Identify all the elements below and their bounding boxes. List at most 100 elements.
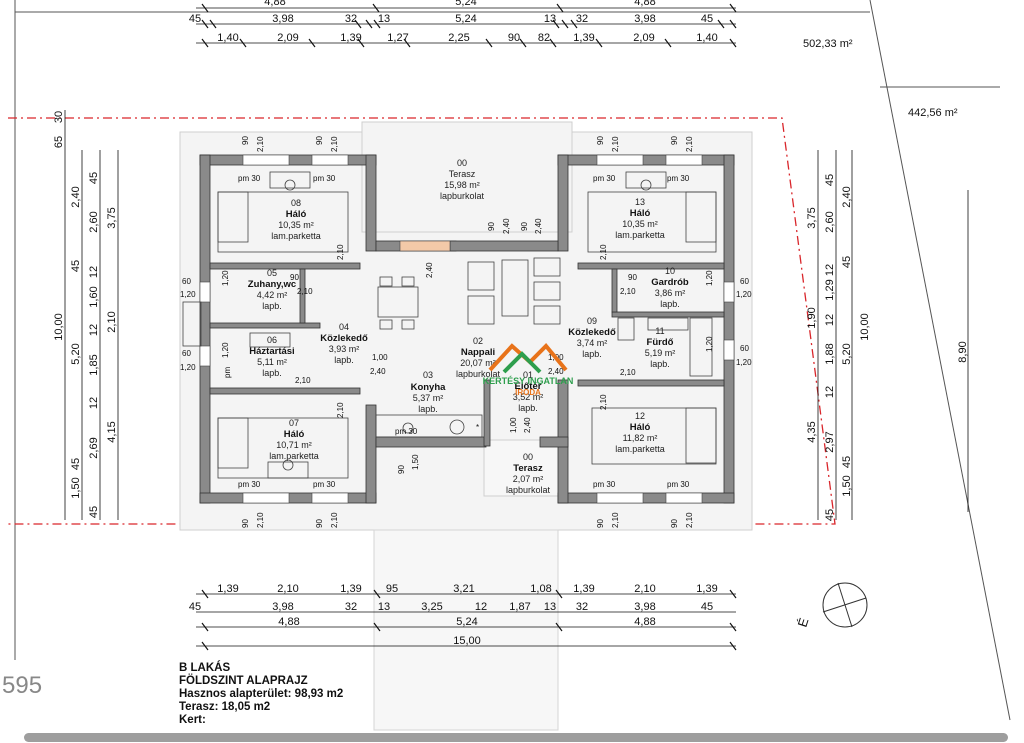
- svg-text:5,37 m²: 5,37 m²: [413, 393, 444, 403]
- svg-text:pm 30: pm 30: [395, 427, 418, 436]
- svg-text:*: *: [476, 423, 479, 432]
- svg-text:3,52 m²: 3,52 m²: [513, 392, 544, 402]
- north-label: É: [795, 616, 812, 629]
- svg-text:lam.parketta: lam.parketta: [269, 451, 319, 461]
- dim-bot-r1-3: 1,39: [340, 583, 361, 595]
- svg-text:KERTÉSY INGATLAN: KERTÉSY INGATLAN: [483, 376, 574, 386]
- room-terrace-top: 00 Terasz 15,98 m² lapburkolat: [440, 158, 485, 201]
- svg-text:1,20: 1,20: [705, 336, 714, 352]
- svg-text:lapb.: lapb.: [582, 349, 602, 359]
- dim-right-total: 10,00: [859, 313, 871, 341]
- svg-text:lapb.: lapb.: [262, 368, 282, 378]
- svg-text:11: 11: [655, 326, 664, 336]
- dim-bot-r1-2: 2,10: [277, 583, 298, 595]
- svg-text:2,10: 2,10: [297, 287, 313, 296]
- left-dimensions: 65 30 2,40 45 5,20 45 1,50 45 2,60 12 1,…: [53, 111, 118, 518]
- dim-bot-r3-1: 4,88: [278, 616, 299, 628]
- dim-bot-r1-8: 2,10: [634, 583, 655, 595]
- svg-text:Közlekedő: Közlekedő: [568, 327, 616, 338]
- svg-text:2,10: 2,10: [330, 512, 339, 528]
- svg-text:lapb.: lapb.: [650, 359, 670, 369]
- dim-left-c3-7: 12: [88, 397, 100, 409]
- room-living-02: 02 Nappali 20,07 m² lapburkolat: [456, 336, 501, 379]
- svg-text:Háló: Háló: [286, 209, 307, 220]
- dim-top-r2-7: 32: [576, 13, 588, 25]
- dim-left-c3-3: 12: [88, 266, 100, 278]
- dim-left-c3-6: 1,85: [88, 354, 100, 375]
- svg-text:1,00: 1,00: [509, 417, 518, 433]
- svg-text:Fürdő: Fürdő: [647, 337, 674, 348]
- svg-text:Zuhany,wc: Zuhany,wc: [248, 279, 296, 290]
- svg-text:08: 08: [291, 198, 301, 208]
- svg-text:lam.parketta: lam.parketta: [271, 231, 321, 241]
- title-block: B LAKÁS FÖLDSZINT ALAPRAJZ Hasznos alapt…: [179, 662, 343, 727]
- dim-top-r3-1: 1,40: [217, 32, 238, 44]
- svg-text:2,40: 2,40: [548, 367, 564, 376]
- svg-text:1,20: 1,20: [180, 363, 196, 372]
- dim-top-r3-8: 1,39: [573, 32, 594, 44]
- svg-text:10,35 m²: 10,35 m²: [622, 219, 658, 229]
- svg-text:Háló: Háló: [630, 208, 651, 219]
- dim-bot-r1-4: 95: [386, 583, 398, 595]
- dim-left-c3-5: 12: [88, 324, 100, 336]
- svg-text:12: 12: [635, 411, 645, 421]
- room-terrace-bottom: 00 Terasz 2,07 m² lapburkolat: [506, 452, 551, 495]
- dim-right-c2-1: 45: [824, 174, 836, 186]
- svg-text:lapb.: lapb.: [418, 404, 438, 414]
- dim-top-r2-8: 3,98: [634, 13, 655, 25]
- svg-text:06: 06: [267, 335, 277, 345]
- right-dimensions: 3,75 1,90 4,35 45 2,60 12 1,29 12 1,88 1…: [806, 174, 969, 521]
- room-bedroom-13: 13 Háló 10,35 m² lam.parketta: [615, 197, 665, 240]
- svg-text:lapb.: lapb.: [660, 299, 680, 309]
- dim-left-c4-3: 4,15: [106, 421, 118, 442]
- svg-text:3,86 m²: 3,86 m²: [655, 288, 686, 298]
- svg-text:2,10: 2,10: [599, 394, 608, 410]
- svg-text:lapburkolat: lapburkolat: [440, 191, 485, 201]
- dim-left-c2-1: 2,40: [70, 186, 82, 207]
- title-line-3: Hasznos alapterület: 98,93 m2: [179, 688, 344, 700]
- dim-left-c3-1: 45: [88, 172, 100, 184]
- dim-top-r3-5: 2,25: [448, 32, 469, 44]
- svg-text:60: 60: [740, 277, 749, 286]
- svg-text:01: 01: [523, 370, 533, 380]
- svg-text:lapb.: lapb.: [518, 403, 538, 413]
- svg-text:1,00: 1,00: [372, 353, 388, 362]
- dim-top-r2-5: 5,24: [455, 13, 476, 25]
- svg-text:4,42 m²: 4,42 m²: [257, 290, 288, 300]
- dimension-lines: [64, 7, 969, 647]
- svg-text:pm 30: pm 30: [313, 480, 336, 489]
- dim-top-3: 4,88: [634, 0, 655, 8]
- title-line-2: FÖLDSZINT ALAPRAJZ: [179, 675, 308, 687]
- svg-text:3,74 m²: 3,74 m²: [577, 338, 608, 348]
- svg-text:1,20: 1,20: [221, 342, 230, 358]
- svg-text:1,50: 1,50: [411, 454, 420, 470]
- horizontal-scrollbar[interactable]: [24, 733, 1008, 742]
- svg-text:90: 90: [596, 519, 605, 528]
- svg-text:pm 30: pm 30: [667, 480, 690, 489]
- svg-text:90: 90: [487, 222, 496, 231]
- svg-text:90: 90: [520, 222, 529, 231]
- svg-text:lapburkolat: lapburkolat: [506, 485, 551, 495]
- svg-text:Terasz: Terasz: [513, 463, 543, 474]
- room-entrance-01: 01 Előtér 3,52 m² lapb.: [513, 370, 544, 413]
- svg-text:5,19 m²: 5,19 m²: [645, 348, 676, 358]
- svg-text:2,10: 2,10: [611, 136, 620, 152]
- dim-right-c2-3: 12: [824, 264, 836, 276]
- agency-logo: KERTÉSY INGATLAN IRODA: [483, 343, 574, 397]
- plot-boundary: [14, 0, 1011, 721]
- svg-text:90: 90: [290, 273, 299, 282]
- svg-text:lapburkolat: lapburkolat: [456, 369, 501, 379]
- dim-left-c3-8: 2,69: [88, 437, 100, 458]
- top-dimensions: 4,88 5,24 4,88 45 3,98 32 13 5,24 13 32 …: [189, 0, 718, 44]
- dim-bot-r2-7: 1,87: [509, 601, 530, 613]
- dim-right-c2-8: 2,97: [824, 431, 836, 452]
- dim-top-r3-9: 2,09: [633, 32, 654, 44]
- svg-text:2,40: 2,40: [425, 262, 434, 278]
- dim-top-r3-10: 1,40: [696, 32, 717, 44]
- dim-bot-r1-6: 1,08: [530, 583, 551, 595]
- dim-left-c3-9: 45: [88, 506, 100, 518]
- svg-text:90: 90: [315, 136, 324, 145]
- dim-top-r2-2: 3,98: [272, 13, 293, 25]
- dim-bot-r1-9: 1,39: [696, 583, 717, 595]
- dim-bot-r2-11: 45: [701, 601, 713, 613]
